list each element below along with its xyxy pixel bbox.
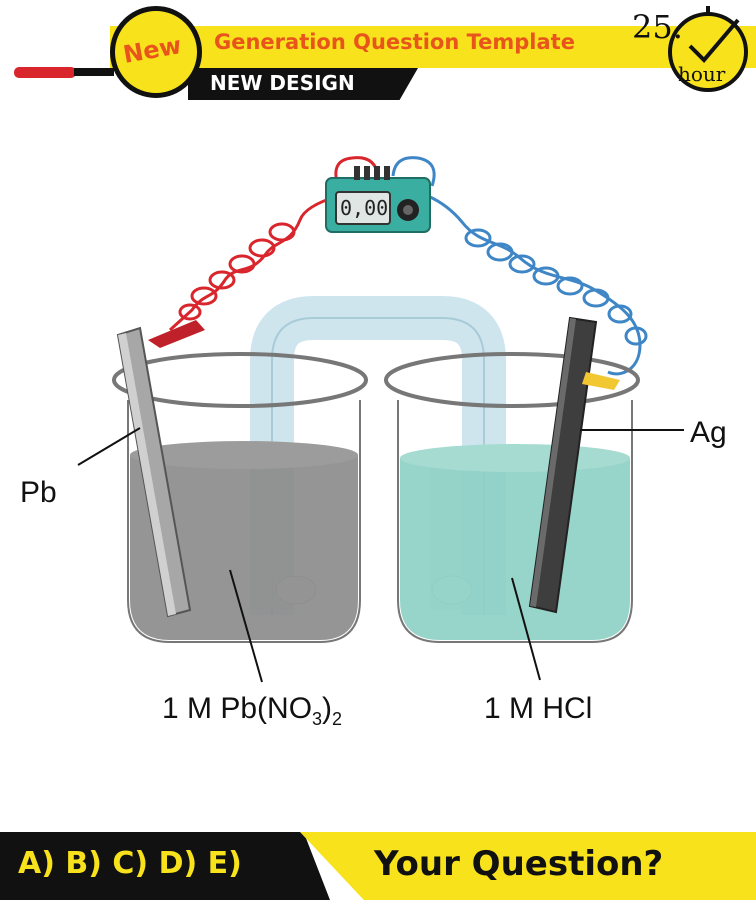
answer-options: A) B) C) D) E) (18, 846, 242, 881)
template-subtitle: NEW DESIGN (210, 71, 355, 95)
voltmeter (325, 166, 431, 233)
left-solution-subscript-2: 2 (332, 709, 343, 729)
header: New Generation Question Template NEW DES… (0, 0, 756, 110)
cell-illustration (77, 156, 684, 683)
time-unit-label: hour (678, 62, 726, 86)
left-solution-subscript-3: 3 (312, 709, 323, 729)
voltmeter-display: 0,00 (340, 196, 389, 220)
template-title: Generation Question Template (214, 30, 575, 54)
left-solution-paren: ) (322, 692, 333, 725)
title-banner (110, 26, 756, 68)
blue-wire-coils (464, 228, 648, 346)
magnifier-lens-icon (110, 6, 202, 98)
right-beaker (384, 352, 640, 643)
right-solution-label: 1 M HCl (484, 692, 593, 725)
question-prompt: Your Question? (374, 844, 664, 884)
pb-leader-line (77, 427, 141, 466)
magnifier-handle-icon (14, 67, 114, 78)
lead-electrode (116, 320, 205, 618)
silver-electrode (528, 316, 620, 614)
electrochemical-cell-diagram: 0,00 Pb Ag 1 M Pb(NO3)2 1 M HCl (0, 110, 756, 830)
question-bar (300, 832, 756, 900)
ag-label: Ag (690, 416, 727, 449)
left-solution-leader-line (229, 569, 263, 683)
pb-label: Pb (20, 476, 57, 509)
left-solution-text: 1 M Pb(NO (162, 692, 313, 725)
options-bar (0, 832, 330, 900)
subtitle-banner (188, 68, 418, 100)
red-wire-coils (178, 222, 296, 321)
question-number: 25. (632, 8, 683, 46)
left-solution-label: 1 M Pb(NO3)2 (162, 692, 342, 730)
clock-icon (668, 6, 748, 92)
right-solution-leader-line (511, 577, 541, 681)
